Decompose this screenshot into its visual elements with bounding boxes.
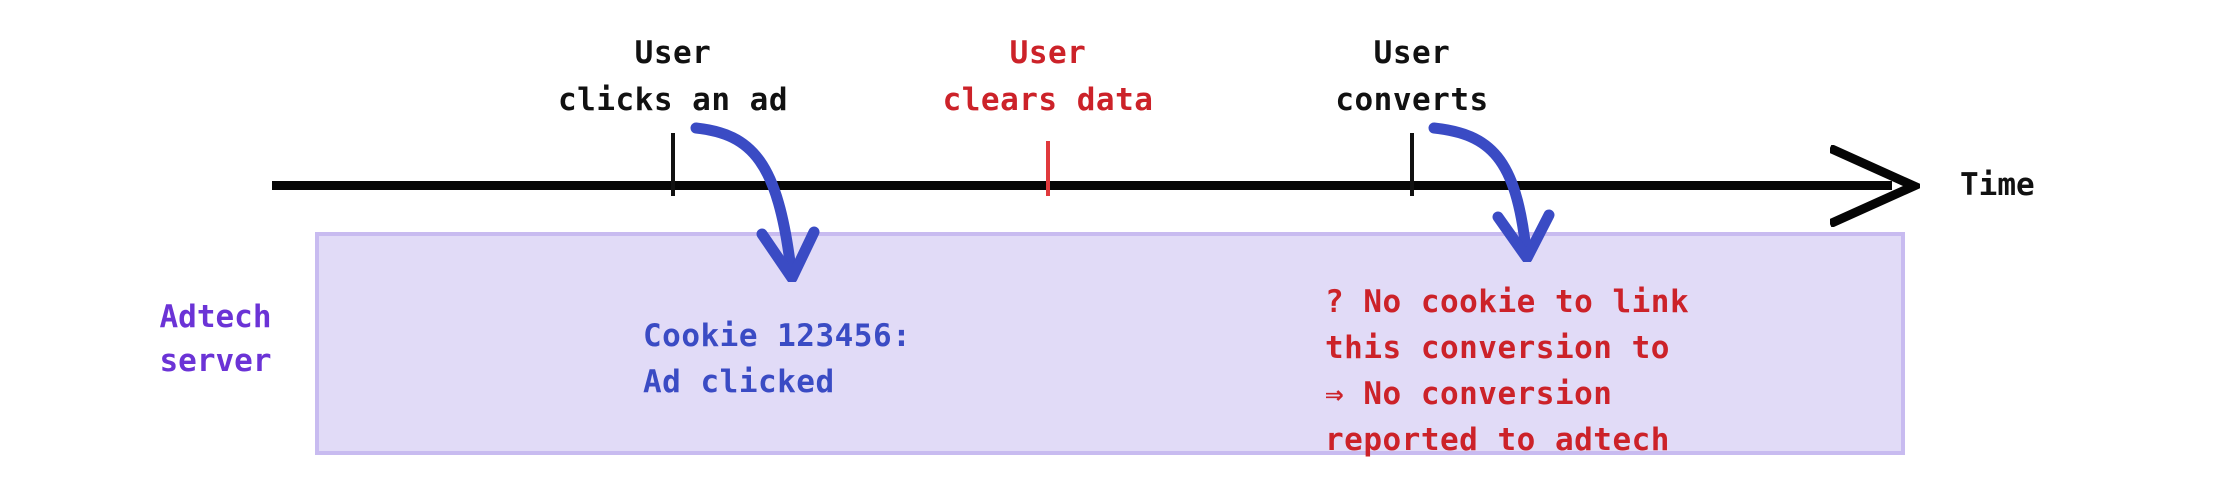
adtech-server-box — [315, 232, 1905, 455]
adtech-server-label: Adtech server — [159, 299, 272, 379]
tick-user-clears-data — [1046, 141, 1050, 196]
event-label-user-clears-data: User clears data — [942, 35, 1154, 118]
arrow-right-icon — [1830, 145, 1920, 227]
event-label-user-converts: User converts — [1335, 35, 1489, 118]
timeline-axis — [272, 181, 1892, 190]
event-label-user-clicks-an-ad: User clicks an ad — [558, 35, 788, 118]
server-note-cookie-logged: Cookie 123456: Ad clicked — [643, 318, 912, 400]
time-axis-label: Time — [1960, 167, 2035, 203]
tick-user-converts — [1410, 133, 1414, 196]
tick-user-clicks-an-ad — [671, 133, 675, 196]
server-note-no-cookie-warning: ? No cookie to link this conversion to ⇒… — [1325, 284, 1690, 458]
